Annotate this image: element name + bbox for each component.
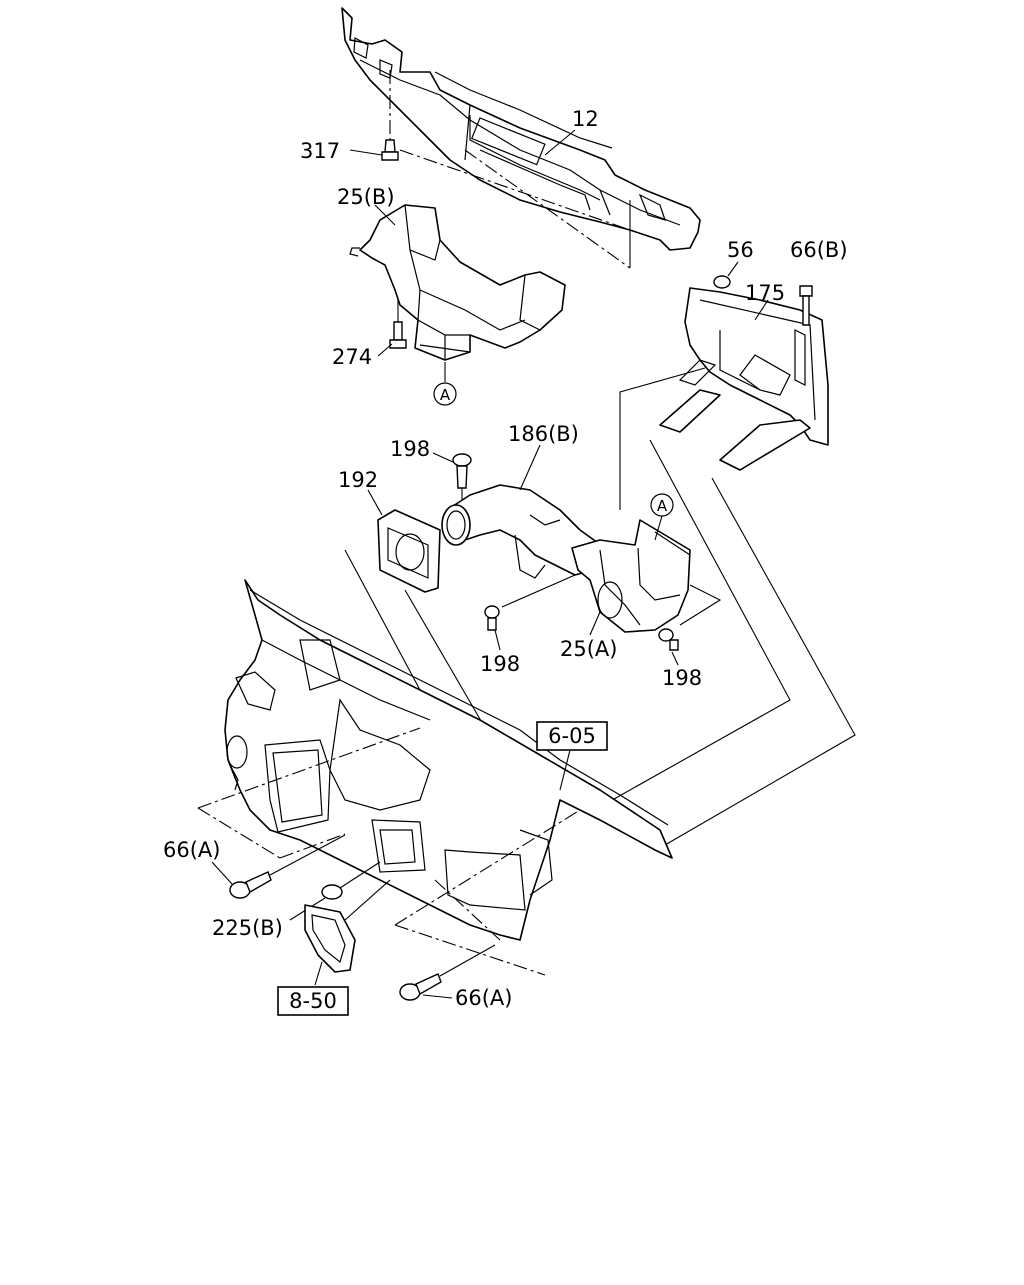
callout-198-left: 198 [480,652,520,676]
callout-12: 12 [572,107,599,131]
duct-panel-12 [341,7,701,251]
bolt-274 [389,321,407,349]
callout-198-right: 198 [662,666,702,690]
duct-25b [349,204,566,361]
reference-8-50-label: 8-50 [289,989,337,1013]
bolt-66b [799,285,813,326]
callout-66a-left: 66(A) [163,838,220,862]
callout-317: 317 [300,139,340,163]
callout-274: 274 [332,345,372,369]
callout-a-right: A [657,497,668,515]
callout-66b: 66(B) [790,238,848,262]
callout-25a: 25(A) [560,637,617,661]
clip-198-top [452,453,472,489]
reference-box-8-50[interactable]: 8-50 [277,986,349,1016]
callout-175: 175 [745,281,785,305]
callout-66a-bottom: 66(A) [455,986,512,1010]
reference-6-05-label: 6-05 [548,724,596,748]
callout-225b: 225(B) [212,916,283,940]
callout-198-top: 198 [390,437,430,461]
clip-198-left [484,605,500,631]
callout-186b: 186(B) [508,422,579,446]
callout-a-top: A [440,386,451,404]
callout-56: 56 [727,238,754,262]
reference-box-6-05[interactable]: 6-05 [536,721,608,751]
bolt-66a-bottom [399,973,442,1001]
nut-56 [713,275,731,289]
duct-25a [571,519,691,633]
bracket-175 [659,287,829,471]
bolt-317 [381,139,399,161]
dash-panel [224,579,673,941]
bolt-66a-left [229,871,272,899]
callout-25b: 25(B) [337,185,395,209]
gasket-8-50 [304,904,356,973]
reference-circle-a-top [433,382,457,406]
plug-225b [321,884,343,900]
clip-198-right [658,628,679,651]
callout-192: 192 [338,468,378,492]
gasket-192 [377,509,441,593]
